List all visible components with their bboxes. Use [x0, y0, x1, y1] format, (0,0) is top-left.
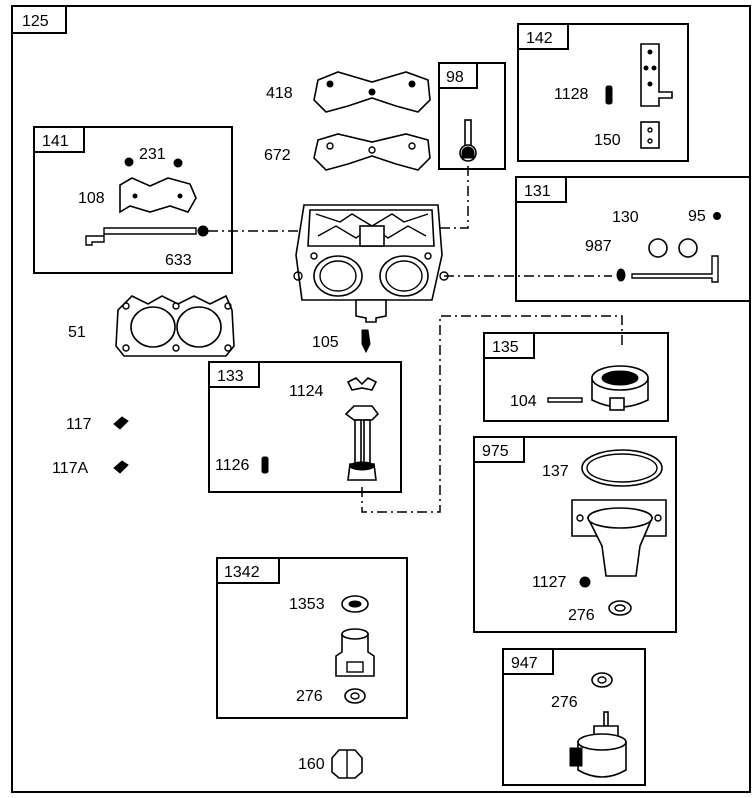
- box-1342-label: 1342: [224, 564, 260, 581]
- box-98-label: 98: [446, 69, 464, 86]
- screw-icon: [113, 416, 129, 430]
- seal-icon: [197, 225, 209, 237]
- part-label-105: 105: [312, 334, 339, 351]
- part-label-633: 633: [165, 252, 192, 269]
- part-label-987: 987: [585, 238, 612, 255]
- gasket-icon: [313, 133, 431, 171]
- screw-icon: [124, 157, 134, 167]
- part-label-1353: 1353: [289, 596, 325, 613]
- box-975-label: 975: [482, 443, 509, 460]
- o-ring-icon: [581, 449, 663, 487]
- part-label-276: 276: [296, 688, 323, 705]
- part-label-231: 231: [139, 146, 166, 163]
- box-1342: 1342 1353 276: [216, 557, 408, 719]
- part-label-117A: 117A: [52, 460, 89, 477]
- screw-icon: [113, 460, 129, 474]
- part-label-51: 51: [68, 324, 86, 341]
- box-125-label: 125: [22, 13, 49, 30]
- part-label-276: 276: [551, 694, 578, 711]
- part-label-104: 104: [510, 393, 537, 410]
- pin-icon: [547, 397, 583, 403]
- box-142-label: 142: [526, 30, 553, 47]
- part-label-130: 130: [612, 209, 639, 226]
- part-label-137: 137: [542, 463, 569, 480]
- box-975: 975 137 1127 276: [473, 436, 677, 633]
- float-pin-icon: [346, 377, 378, 391]
- box-142: 142 1128 150: [517, 23, 689, 162]
- solenoid-pin-icon: [603, 711, 609, 727]
- box-141-label: 141: [42, 133, 69, 150]
- throttle-shaft-icon: [85, 227, 197, 246]
- washer-icon: [344, 688, 366, 704]
- part-label-1128: 1128: [554, 86, 589, 103]
- box-133: 135 104: [483, 332, 669, 422]
- part-label-160: 160: [298, 756, 325, 773]
- box-98: 98: [438, 62, 506, 170]
- gasket-672: 672: [264, 133, 431, 171]
- throttle-plate-icon: [119, 177, 197, 214]
- seal-icon: [616, 268, 626, 282]
- box-947-label: 947: [511, 655, 538, 672]
- box-125: 125: [11, 5, 751, 793]
- box-135-label: 133: [217, 368, 244, 385]
- box-133-label: 135: [492, 339, 519, 356]
- part-105: 105: [312, 329, 371, 354]
- screw-icon: [464, 119, 472, 147]
- choke-shaft-icon: [631, 255, 719, 283]
- part-label-672: 672: [264, 147, 291, 164]
- connector-lines: [208, 166, 623, 513]
- part-label-95: 95: [688, 208, 706, 225]
- choke-plate-icon: [678, 238, 698, 258]
- part-label-1124: 1124: [289, 383, 324, 400]
- fuel-solenoid-icon: [577, 741, 627, 778]
- screw-icon: [579, 576, 591, 588]
- jet-icon: [361, 329, 371, 354]
- screw-icon: [713, 212, 721, 220]
- screw-icon: [605, 85, 613, 105]
- screw-icon: [261, 456, 269, 474]
- box-135: 133 1124 1126: [208, 361, 402, 493]
- washer-icon: [608, 600, 632, 616]
- gasket-51: 51: [68, 294, 235, 357]
- plate-icon: [640, 121, 660, 149]
- part-label-150: 150: [594, 132, 621, 149]
- screw-icon: [173, 158, 183, 168]
- choke-plate-icon: [648, 238, 668, 258]
- choke-bracket-icon: [640, 43, 673, 107]
- box-131-label: 131: [524, 183, 551, 200]
- gasket-418: 418: [266, 71, 431, 113]
- float-hinge-icon: [344, 405, 380, 421]
- part-label-1127: 1127: [532, 574, 567, 591]
- part-label-418: 418: [266, 85, 293, 102]
- carburetor-icon: [293, 204, 449, 323]
- part-label-117: 117: [66, 416, 92, 433]
- part-label-276: 276: [568, 607, 595, 624]
- washer-icon: [591, 672, 613, 688]
- part-label-1126: 1126: [215, 457, 250, 474]
- part-160: 160: [298, 749, 363, 779]
- box-141: 141 231 108 633: [33, 126, 233, 274]
- part-label-108: 108: [78, 190, 105, 207]
- box-947: 947 276: [502, 648, 646, 786]
- bowl-nut-icon: [335, 633, 375, 677]
- part-117: 117 117A: [52, 416, 129, 477]
- box-131: 131 130 95 987: [515, 176, 751, 302]
